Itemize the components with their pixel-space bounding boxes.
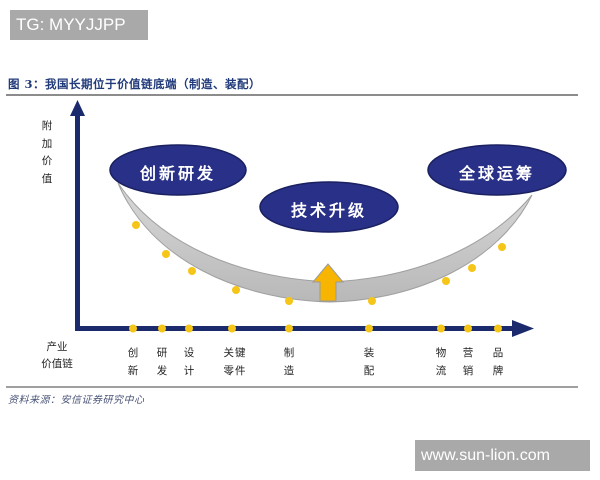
stage-label-manufacturing: 制造 [283,347,301,377]
bubble-tech-upgrade [259,181,399,233]
curve-dots [132,221,506,305]
x-axis-label: 产业 价值链 [41,341,73,370]
axis-dots [129,324,502,333]
bubble-label-global-ops: 全球运筹 [458,164,535,183]
source-divider [6,386,578,388]
stage-label-rnd: 研发 [156,347,174,377]
upgrade-arrow-icon [311,263,345,302]
title-divider [6,94,578,96]
stage-label-logistics: 物流 [435,347,453,377]
y-axis [70,100,85,330]
stage-label-key-parts: 关键零件 [223,347,247,377]
stage-label-brand: 品牌 [492,347,510,377]
bubble-label-innovation: 创新研发 [139,164,216,183]
watermark-top: TG: MYYJJPP [10,10,148,40]
stage-label-assembly: 装配 [363,347,381,377]
smile-curve-band [117,182,533,303]
stage-label-innovation: 创新 [127,347,145,377]
source-note: 资料来源：安信证券研究中心 [8,395,145,406]
x-axis [75,320,534,337]
stage-label-marketing: 营销 [462,347,480,377]
watermark-bottom: www.sun-lion.com [415,440,590,471]
y-axis-label: 附 加 价 值 [41,120,53,185]
stage-label-design: 设计 [183,347,201,377]
bubble-global-ops [427,144,567,196]
bubble-innovation [109,144,247,196]
figure-title: 图 3：我国长期位于价值链底端（制造、装配） [8,77,262,91]
bubble-label-tech-upgrade: 技术升级 [290,201,367,220]
